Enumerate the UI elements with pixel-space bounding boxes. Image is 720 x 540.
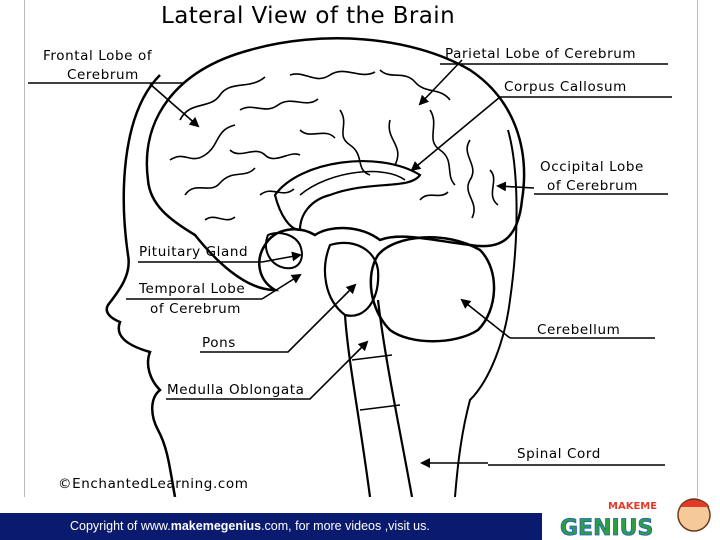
label-occipital-1: Occipital Lobe: [540, 159, 644, 175]
label-medulla: Medulla Oblongata: [167, 382, 305, 398]
label-temporal-1: Temporal Lobe: [138, 281, 245, 297]
footer-bar: Copyright of www.makemegenius.com, for m…: [0, 513, 542, 540]
cerebral-gyri: [169, 69, 499, 221]
cerebellum: [369, 236, 496, 343]
logo-top-text: MAKEME: [608, 501, 657, 512]
label-cerebellum: Cerebellum: [537, 322, 620, 338]
label-frontal-1: Frontal Lobe of: [43, 48, 153, 64]
corpus-callosum: [273, 160, 422, 232]
label-frontal-2: Cerebrum: [67, 67, 139, 83]
label-pons: Pons: [202, 335, 236, 351]
pituitary-gland: [265, 232, 303, 270]
head-outline: [105, 74, 177, 497]
footer-prefix: Copyright of www.: [70, 519, 171, 533]
label-corpus-callosum: Corpus Callosum: [504, 79, 627, 95]
credit-text: ©EnchantedLearning.com: [58, 476, 249, 492]
diagram-title: Lateral View of the Brain: [161, 3, 455, 29]
pons: [323, 241, 380, 317]
diagram-frame: [24, 0, 698, 497]
label-spinal-cord: Spinal Cord: [517, 446, 601, 462]
footer-suffix: .com, for more videos ,visit us.: [261, 519, 430, 533]
footer-copyright: Copyright of www.makemegenius.com, for m…: [70, 519, 430, 533]
brainstem: [343, 299, 414, 497]
makemegenius-logo: MAKEME GENIUS: [560, 498, 711, 540]
label-temporal-2: of Cerebrum: [150, 301, 241, 317]
cerebrum-outline: [145, 37, 526, 292]
label-pituitary: Pituitary Gland: [139, 244, 248, 260]
logo-text: GENIUS: [560, 516, 653, 540]
footer-site[interactable]: makemegenius: [170, 519, 262, 533]
brain-diagram: Lateral View of the Brain Frontal Lobe o…: [28, 3, 672, 497]
label-occipital-2: of Cerebrum: [547, 178, 638, 194]
back-of-head: [454, 129, 518, 497]
label-parietal: Parietal Lobe of Cerebrum: [445, 46, 636, 62]
